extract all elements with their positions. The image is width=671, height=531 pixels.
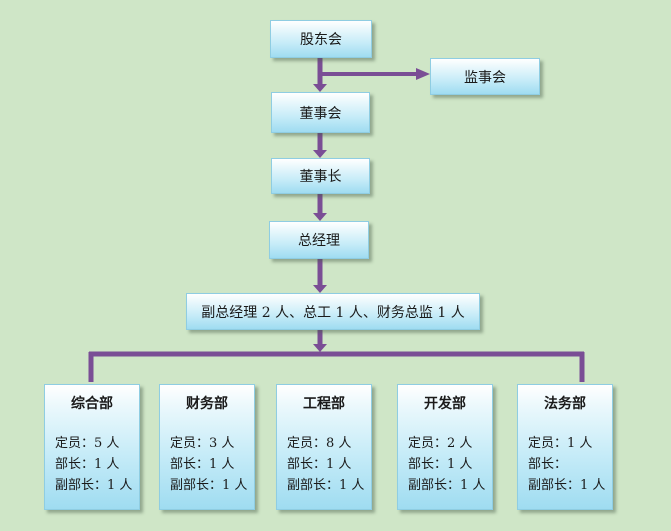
department-line: 部长： — [528, 457, 568, 472]
department-name: 财务部 — [186, 396, 228, 412]
arrowhead-deputies — [313, 285, 327, 293]
node-supervisors-label: 监事会 — [464, 69, 506, 86]
department-name: 法务部 — [544, 396, 586, 412]
node-board-label: 董事会 — [299, 105, 342, 122]
node-deputies: 副总经理 2 人、总工 1 人、财务总监 1 人 — [186, 293, 480, 330]
arrowhead-bus — [313, 344, 327, 352]
department-name: 工程部 — [303, 396, 345, 412]
node-general-manager: 总经理 — [269, 221, 369, 259]
department-line: 部长：1 人 — [287, 457, 352, 472]
department-line: 定员：5 人 — [55, 436, 120, 451]
department-engineering: 工程部 定员：8 人 部长：1 人 副部长：1 人 — [276, 384, 372, 510]
department-line: 部长：1 人 — [408, 457, 473, 472]
node-shareholders-label: 股东会 — [300, 32, 342, 48]
node-chairman-label: 董事长 — [299, 169, 342, 185]
department-line: 副部长：1 人 — [528, 478, 606, 493]
arrowhead-gm — [313, 213, 327, 221]
department-name: 开发部 — [424, 396, 466, 412]
arrowhead-chairman — [313, 150, 327, 158]
department-line: 副部长：1 人 — [287, 478, 365, 493]
department-line: 定员：1 人 — [528, 436, 593, 451]
department-line: 定员：2 人 — [408, 436, 473, 451]
department-general-affairs: 综合部 定员：5 人 部长：1 人 副部长：1 人 — [44, 384, 140, 510]
node-deputies-label: 副总经理 2 人、总工 1 人、财务总监 1 人 — [201, 304, 465, 321]
node-chairman: 董事长 — [271, 158, 370, 194]
node-shareholders: 股东会 — [270, 20, 372, 58]
department-line: 副部长：1 人 — [408, 478, 486, 493]
department-line: 定员：8 人 — [287, 436, 352, 451]
department-line: 副部长：1 人 — [170, 478, 248, 493]
department-line: 部长：1 人 — [170, 457, 235, 472]
node-board: 董事会 — [271, 92, 370, 133]
node-supervisors: 监事会 — [430, 58, 540, 95]
arrowhead-supervisors — [416, 68, 430, 80]
department-finance: 财务部 定员：3 人 部长：1 人 副部长：1 人 — [159, 384, 255, 510]
department-line: 部长：1 人 — [55, 457, 120, 472]
department-development: 开发部 定员：2 人 部长：1 人 副部长：1 人 — [397, 384, 493, 510]
department-line: 定员：3 人 — [170, 436, 235, 451]
department-name: 综合部 — [71, 396, 113, 412]
department-line: 副部长：1 人 — [55, 478, 133, 493]
node-general-manager-label: 总经理 — [298, 233, 340, 249]
arrowhead-board — [313, 84, 327, 92]
department-legal: 法务部 定员：1 人 部长： 副部长：1 人 — [517, 384, 613, 510]
